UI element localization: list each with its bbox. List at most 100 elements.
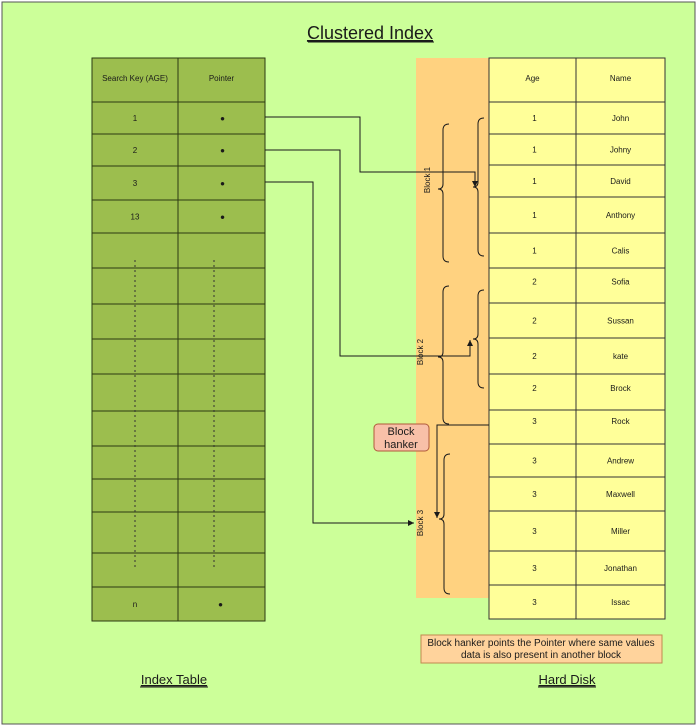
block2-left-brace xyxy=(437,285,450,425)
index-row-pointer-cell xyxy=(177,101,266,135)
block2-label: Block 2 xyxy=(416,338,425,365)
disk-age-value: 2 xyxy=(532,384,537,393)
disk-name-value: Andrew xyxy=(607,457,634,466)
block1-left-brace xyxy=(437,123,450,263)
index-row-pointer-cell xyxy=(177,199,266,234)
block-hanker-line1: Block xyxy=(388,426,415,438)
index-row-pointer-cell xyxy=(177,478,266,513)
index-last-pointer: • xyxy=(218,597,223,612)
disk-row-name-cell xyxy=(575,133,666,166)
index-last-key: n xyxy=(133,600,137,609)
index-key-value: 13 xyxy=(131,213,140,222)
index-row-pointer-cell xyxy=(177,338,266,375)
block-band xyxy=(416,58,489,598)
disk-name-value: Calis xyxy=(612,247,630,256)
index-pointer-dot: • xyxy=(220,143,225,158)
disk-row-name-cell xyxy=(575,267,666,304)
block-hanker-callout xyxy=(373,423,430,452)
block3-label: Block 3 xyxy=(416,509,425,536)
index-row-pointer-cell xyxy=(177,445,266,480)
disk-age-value: 3 xyxy=(532,564,537,573)
disk-name-value: Brock xyxy=(610,384,631,393)
disk-age-value: 3 xyxy=(532,457,537,466)
disk-row-age-cell xyxy=(488,267,577,304)
disk-age-value: 1 xyxy=(532,247,537,256)
index-row-key-cell xyxy=(91,586,179,622)
index-row-pointer-cell xyxy=(177,552,266,588)
index-table-label: Index Table xyxy=(141,672,207,687)
index-row-pointer-cell xyxy=(177,267,266,305)
disk-row-name-cell xyxy=(575,373,666,411)
disk-name-value: kate xyxy=(613,352,629,361)
index-key-value: 2 xyxy=(133,146,138,155)
block-hanker-connector xyxy=(434,424,489,518)
disk-name-value: Rock xyxy=(611,417,630,426)
disk-row-age-cell xyxy=(488,133,577,166)
disk-row-age-cell xyxy=(488,101,577,135)
disk-name-value: Issac xyxy=(611,598,630,607)
block-hanker-note xyxy=(420,634,663,664)
disk-row-name-cell xyxy=(575,164,666,198)
disk-name-value: John xyxy=(612,114,629,123)
block-braces xyxy=(437,117,485,595)
disk-row-age-cell xyxy=(488,196,577,234)
disk-row-name-cell xyxy=(575,196,666,234)
disk-age-value: 2 xyxy=(532,352,537,361)
disk-name-value: Sussan xyxy=(607,317,634,326)
disk-row-age-cell xyxy=(488,302,577,339)
disk-age-value: 1 xyxy=(532,177,537,186)
disk-row-name-cell xyxy=(575,337,666,375)
note-line1: Block hanker points the Pointer where sa… xyxy=(427,638,654,649)
block-hanker-line2: hanker xyxy=(384,439,418,451)
pointer-connectors xyxy=(265,116,489,526)
disk-name-value: Johny xyxy=(610,146,631,155)
block3-left-brace xyxy=(438,453,451,595)
disk-row-name-cell xyxy=(575,550,666,586)
connector-key-3 xyxy=(265,181,414,526)
disk-header-row-age-cell xyxy=(488,57,577,103)
disk-name-value: David xyxy=(610,177,630,186)
disk-header-row-name-cell xyxy=(575,57,666,103)
index-row-pointer-cell xyxy=(177,410,266,447)
index-key-value: 1 xyxy=(133,114,138,123)
block1-label: Block 1 xyxy=(423,166,432,193)
index-row-pointer-cell xyxy=(177,303,266,340)
disk-age-value: 3 xyxy=(532,490,537,499)
disk-row-age-cell xyxy=(488,409,577,445)
disk-row-age-cell xyxy=(488,164,577,198)
index-key-value: 3 xyxy=(133,179,138,188)
index-row-key-cell xyxy=(91,133,179,167)
index-row-pointer-cell xyxy=(177,373,266,412)
index-row-pointer-cell xyxy=(177,165,266,201)
index-row-key-cell xyxy=(91,232,179,269)
disk-name-value: Sofia xyxy=(611,278,630,287)
index-row-pointer-cell xyxy=(177,586,266,622)
disk-row-age-cell xyxy=(488,510,577,552)
disk-age-value: 3 xyxy=(532,417,537,426)
connector-key-2 xyxy=(265,149,473,357)
disk-name-value: Anthony xyxy=(606,211,635,220)
disk-age-value: 1 xyxy=(532,146,537,155)
disk-header-age: Age xyxy=(525,74,540,83)
disk-row-age-cell xyxy=(488,232,577,269)
index-pointer-dot: • xyxy=(220,111,225,126)
disk-name-value: Jonathan xyxy=(604,564,637,573)
block2-right-brace xyxy=(472,289,485,389)
index-row-pointer-cell xyxy=(177,511,266,554)
disk-age-value: 3 xyxy=(532,598,537,607)
disk-row-name-cell xyxy=(575,584,666,620)
disk-row-name-cell xyxy=(575,409,666,445)
disk-name-value: Maxwell xyxy=(606,490,635,499)
note-line2: data is also present in another block xyxy=(461,650,622,661)
disk-name-value: Miller xyxy=(611,527,630,536)
hard-disk-label: Hard Disk xyxy=(538,672,596,687)
disk-row-name-cell xyxy=(575,101,666,135)
block1-right-brace xyxy=(472,117,485,257)
disk-age-value: 3 xyxy=(532,527,537,536)
index-row-key-cell xyxy=(91,199,179,234)
index-pointer-dot: • xyxy=(220,176,225,191)
index-pointer-dot: • xyxy=(220,210,225,225)
